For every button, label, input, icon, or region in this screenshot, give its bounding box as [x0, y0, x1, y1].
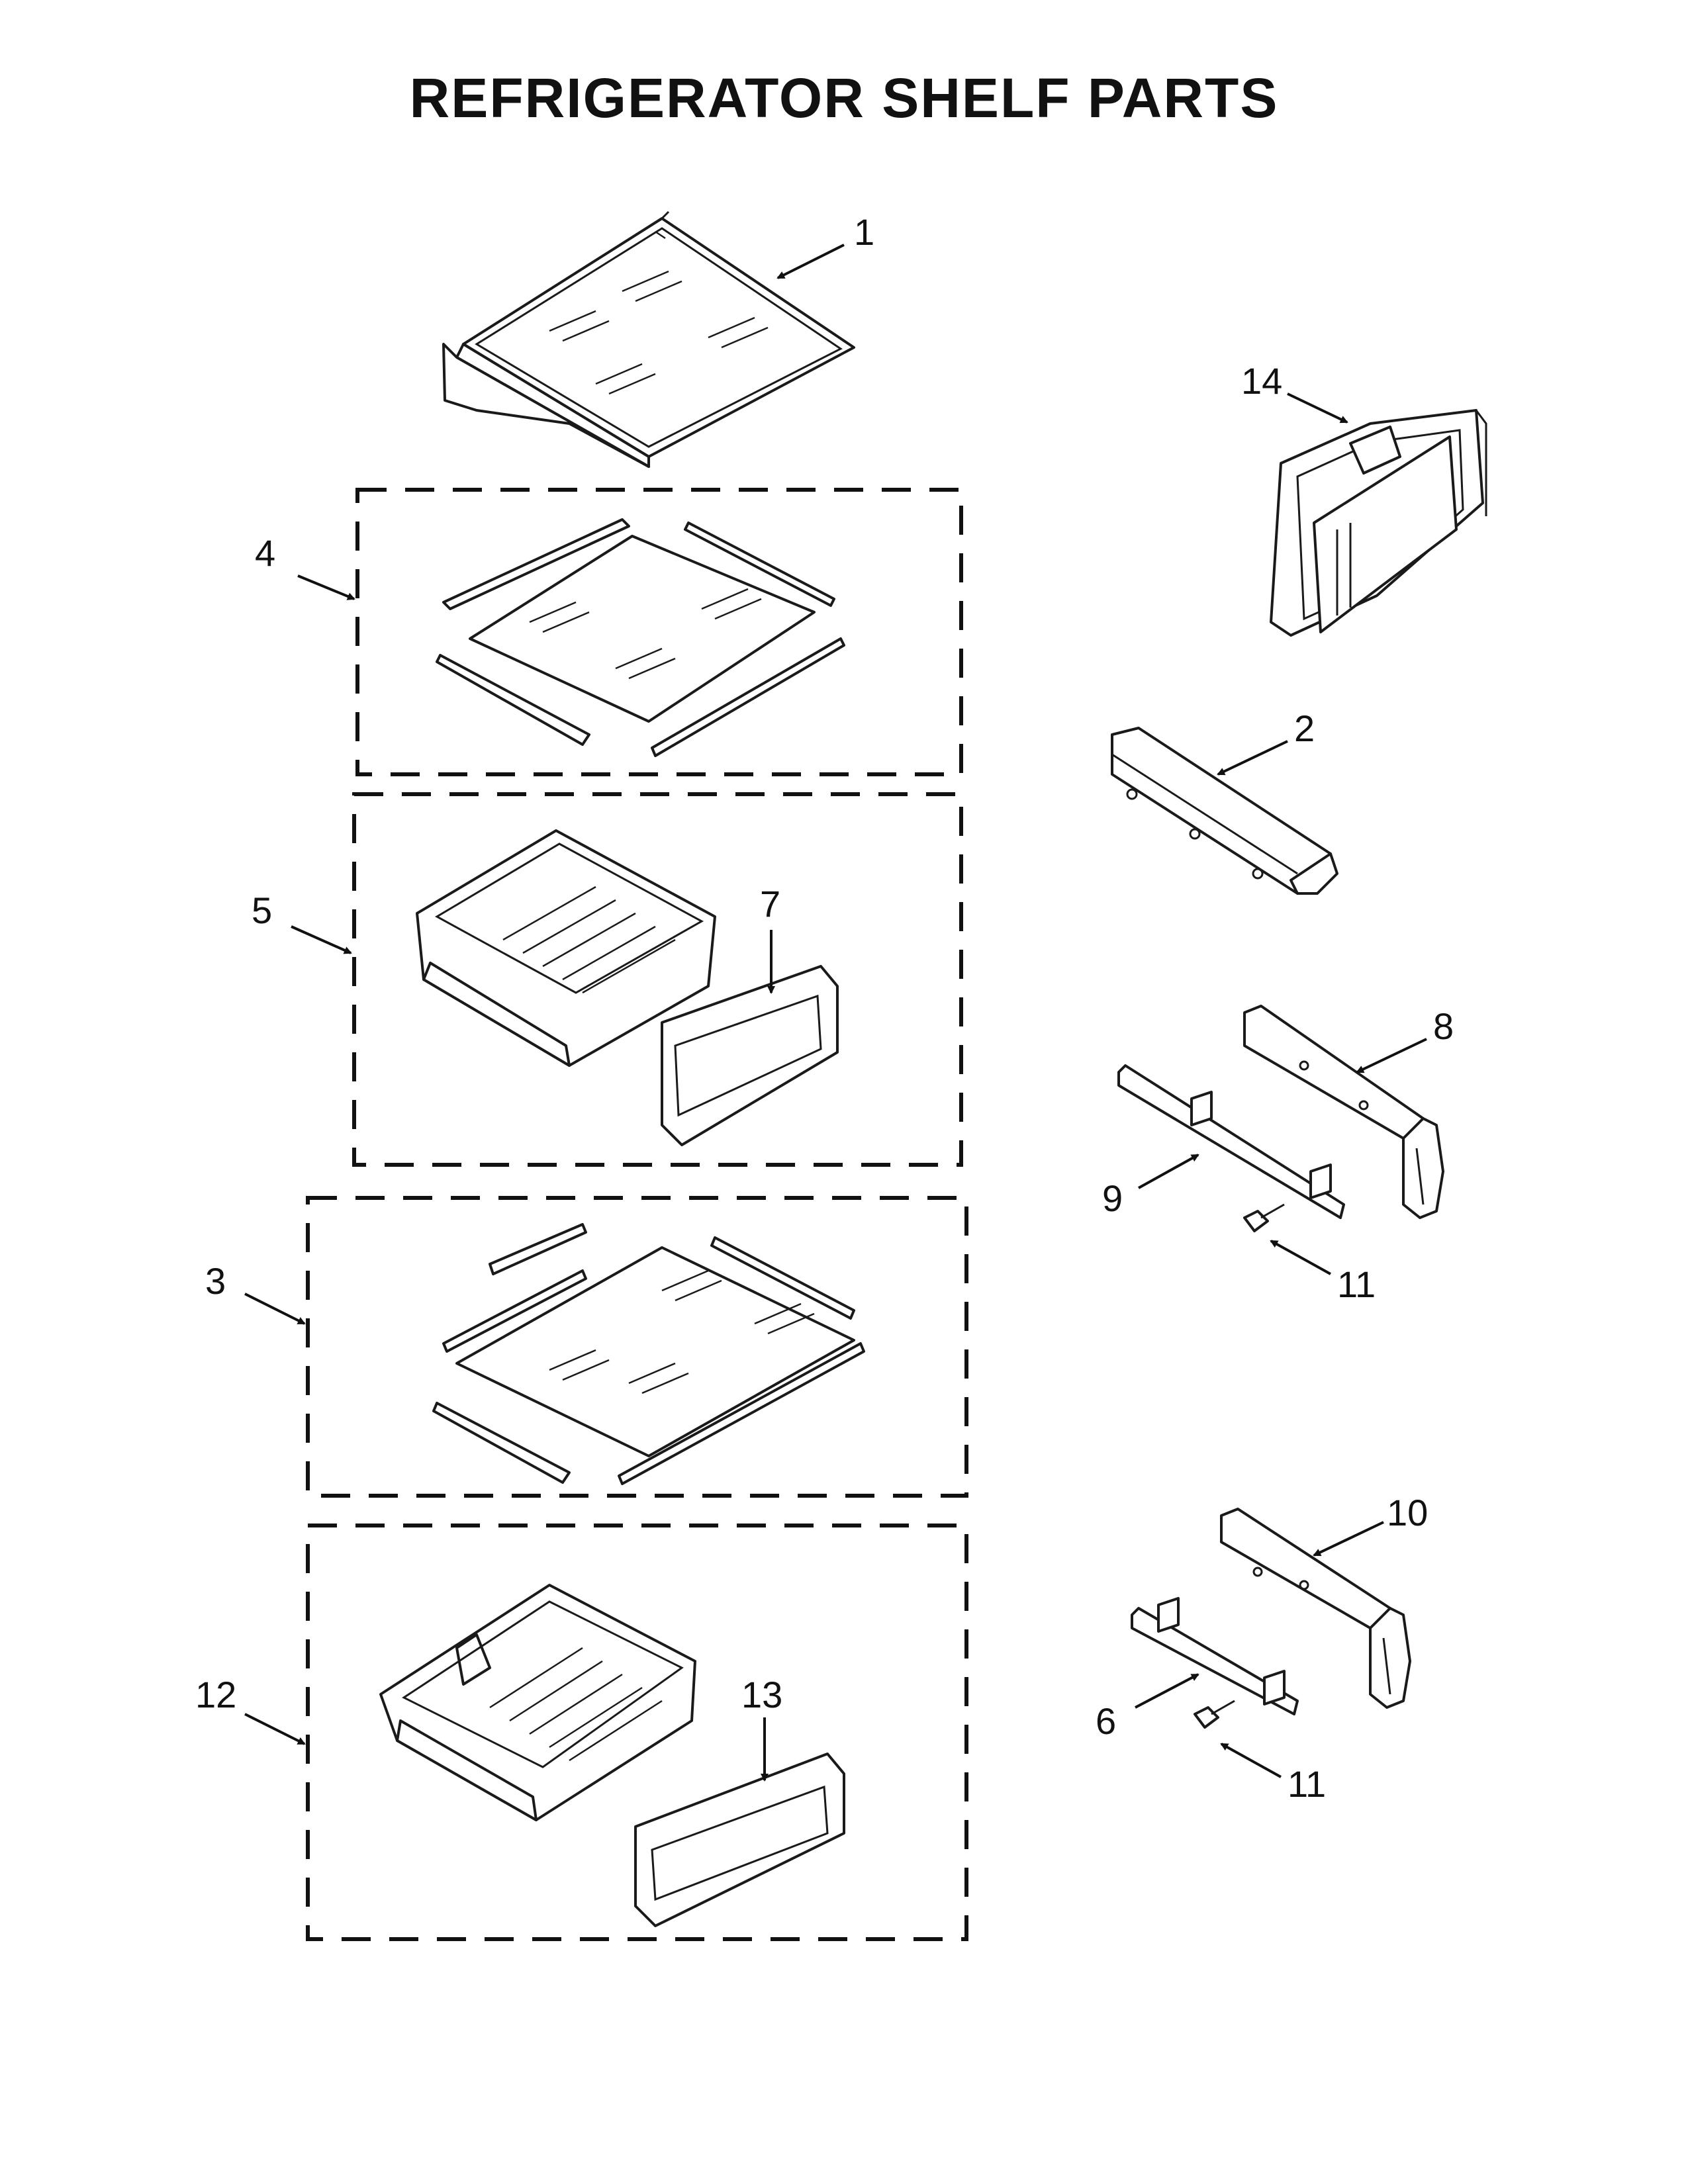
callout-8: 8 [1433, 1005, 1454, 1047]
leader-3 [244, 1293, 306, 1325]
leader-2 [1217, 740, 1288, 776]
part-9-slide-rail[interactable] [1117, 1064, 1345, 1219]
part-11-screw-upper[interactable] [1243, 1203, 1285, 1232]
part-8-rail-bracket[interactable] [1243, 1005, 1444, 1219]
part-1-glass-shelf[interactable] [442, 210, 855, 468]
group-box-3 [306, 1196, 968, 1498]
part-7-crisper-cover[interactable] [661, 965, 839, 1146]
part-11-screw-lower[interactable] [1194, 1700, 1235, 1729]
part-5-crisper-pan[interactable] [416, 829, 716, 1067]
leader-1 [776, 244, 845, 279]
callout-14: 14 [1241, 360, 1282, 402]
callout-6: 6 [1096, 1700, 1116, 1742]
leader-12 [244, 1713, 306, 1745]
callout-7: 7 [760, 883, 780, 925]
part-14-door-bin[interactable] [1270, 409, 1487, 637]
page-title: REFRIGERATOR SHELF PARTS [409, 67, 1279, 129]
part-6-slide-rail[interactable] [1131, 1597, 1299, 1715]
leader-10 [1313, 1521, 1384, 1557]
callout-11b: 11 [1288, 1763, 1326, 1805]
part-3-glass-shelf-kit[interactable] [432, 1223, 865, 1485]
callout-1: 1 [854, 211, 874, 253]
callout-13: 13 [741, 1674, 782, 1715]
callout-2: 2 [1294, 707, 1315, 749]
callout-10: 10 [1387, 1492, 1428, 1533]
leader-11a [1270, 1240, 1331, 1275]
callout-3: 3 [205, 1260, 226, 1302]
part-4-glass-shelf-kit[interactable] [436, 518, 845, 757]
group-box-5 [352, 792, 963, 1167]
leader-9 [1138, 1154, 1199, 1189]
callout-11a: 11 [1337, 1263, 1376, 1305]
leader-8 [1356, 1038, 1427, 1073]
callout-9: 9 [1102, 1177, 1123, 1219]
callout-12: 12 [195, 1674, 236, 1715]
leader-4 [297, 574, 355, 600]
leader-14 [1287, 392, 1348, 424]
part-13-deli-cover[interactable] [634, 1752, 845, 1927]
leader-11b [1220, 1743, 1282, 1778]
leader-5 [291, 925, 352, 954]
part-2-door-rail[interactable] [1111, 727, 1338, 895]
callout-5: 5 [252, 889, 272, 931]
group-box-4 [355, 488, 963, 776]
group-box-12 [306, 1524, 968, 1941]
leader-6 [1135, 1673, 1199, 1709]
part-12-deli-pan[interactable] [379, 1584, 696, 1821]
callout-4: 4 [255, 532, 275, 574]
part-10-rail-bracket[interactable] [1220, 1508, 1411, 1709]
